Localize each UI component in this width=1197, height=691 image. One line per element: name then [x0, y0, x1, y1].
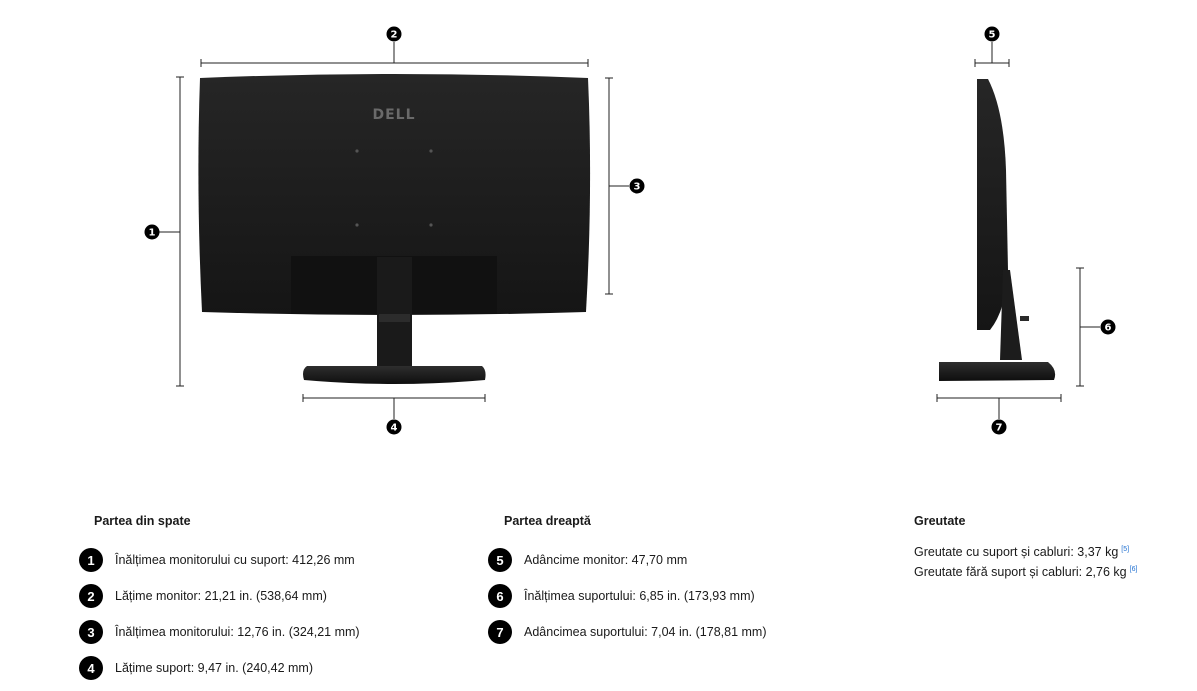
- spec-item-6: 6 Înălțimea suportului: 6,85 in. (173,93…: [488, 584, 755, 608]
- spec-item-1: 1 Înălțimea monitorului cu suport: 412,2…: [79, 548, 355, 572]
- stand-base: [303, 366, 486, 384]
- svg-text:5: 5: [989, 30, 996, 41]
- spec-text: Înălțimea monitorului: 12,76 in. (324,21…: [115, 625, 360, 639]
- right-section-title: Partea dreaptă: [504, 514, 591, 528]
- marker-6: 6: [1100, 319, 1116, 335]
- spec-text: Lățime monitor: 21,21 in. (538,64 mm): [115, 589, 327, 603]
- stand-clip: [379, 314, 410, 322]
- back-section-title: Partea din spate: [94, 514, 191, 528]
- marker-1: 1: [144, 224, 160, 240]
- spec-text: Adâncimea suportului: 7,04 in. (178,81 m…: [524, 625, 767, 639]
- dimension-markers: 1 2 3 4 5 6 7: [144, 26, 1116, 435]
- marker-7: 7: [991, 419, 1007, 435]
- dimension-diagram: DELL: [144, 26, 1116, 435]
- svg-text:2: 2: [391, 30, 398, 41]
- weight-section-title: Greutate: [914, 514, 966, 528]
- spec-number-badge: 2: [79, 584, 103, 608]
- monitor-back-panel: [198, 74, 591, 315]
- footnote-link-6[interactable]: [6]: [1129, 566, 1138, 574]
- spec-number-badge: 4: [79, 656, 103, 680]
- dell-logo: DELL: [372, 107, 415, 123]
- spec-text: Înălțimea suportului: 6,85 in. (173,93 m…: [524, 589, 755, 603]
- spec-number-badge: 5: [488, 548, 512, 572]
- back-section: Partea din spate: [94, 514, 191, 528]
- spec-item-7: 7 Adâncimea suportului: 7,04 in. (178,81…: [488, 620, 767, 644]
- spec-item-4: 4 Lățime suport: 9,47 in. (240,42 mm): [79, 656, 313, 680]
- marker-2: 2: [386, 26, 402, 42]
- svg-text:3: 3: [634, 182, 641, 193]
- monitor-back-view: DELL: [198, 74, 591, 384]
- spec-item-5: 5 Adâncime monitor: 47,70 mm: [488, 548, 687, 572]
- weight-text: Greutate cu suport și cabluri: 3,37 kg: [914, 545, 1119, 560]
- spec-item-3: 3 Înălțimea monitorului: 12,76 in. (324,…: [79, 620, 360, 644]
- side-stand-base: [939, 362, 1056, 381]
- weight-section: Greutate Greutate cu suport și cabluri: …: [914, 514, 1137, 581]
- marker-5: 5: [984, 26, 1000, 42]
- vesa-mount-holes: [355, 149, 433, 227]
- svg-text:1: 1: [149, 228, 156, 239]
- marker-4: 4: [386, 419, 402, 435]
- spec-text: Înălțimea monitorului cu suport: 412,26 …: [115, 553, 355, 567]
- dimension-lines: [159, 42, 1100, 419]
- weight-without-stand: Greutate fără suport și cabluri: 2,76 kg…: [914, 561, 1137, 581]
- svg-text:6: 6: [1105, 323, 1112, 334]
- footnote-link-5[interactable]: [5]: [1121, 546, 1130, 553]
- spec-text: Lățime suport: 9,47 in. (240,42 mm): [115, 661, 314, 675]
- stand-neck: [377, 257, 412, 370]
- spec-text: Adâncime monitor: 47,70 mm: [524, 553, 688, 567]
- marker-3: 3: [629, 178, 645, 194]
- monitor-side-view: [939, 79, 1056, 381]
- spec-number-badge: 3: [79, 620, 103, 644]
- spec-item-2: 2 Lățime monitor: 21,21 in. (538,64 mm): [79, 584, 327, 608]
- spec-number-badge: 7: [488, 620, 512, 644]
- weight-text: Greutate fără suport și cabluri: 2,76 kg: [914, 565, 1127, 580]
- side-stand-neck: [1000, 270, 1022, 360]
- svg-text:4: 4: [391, 423, 398, 434]
- monitor-side-panel: [977, 79, 1008, 330]
- weight-with-stand: Greutate cu suport și cabluri: 3,37 kg[5…: [914, 541, 1137, 561]
- spec-number-badge: 6: [488, 584, 512, 608]
- svg-text:7: 7: [996, 423, 1003, 434]
- side-stand-clip: [1020, 316, 1029, 321]
- spec-number-badge: 1: [79, 548, 103, 572]
- right-section: Partea dreaptă: [504, 514, 591, 528]
